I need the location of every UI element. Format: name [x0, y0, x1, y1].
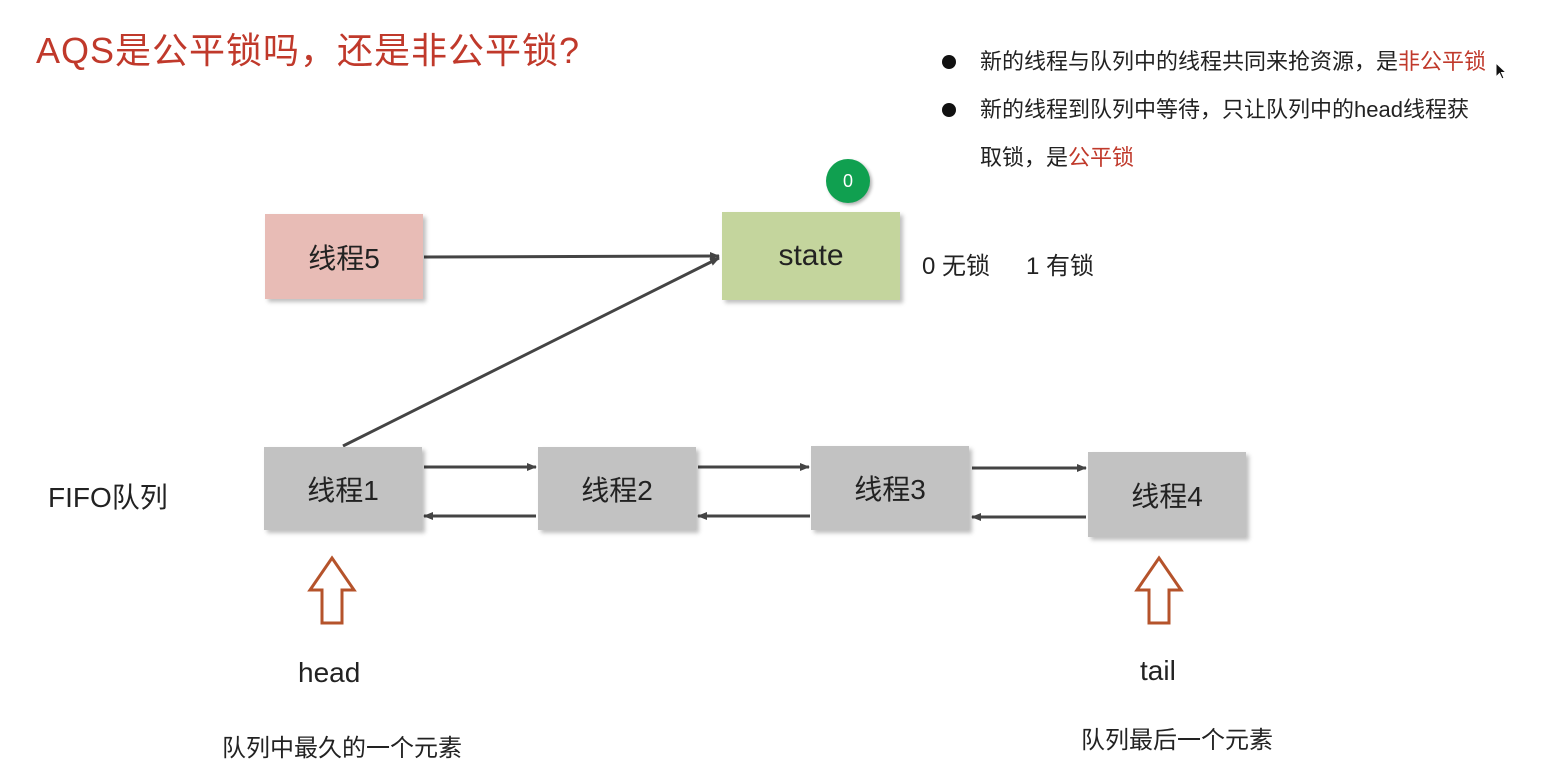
bullet-list: 新的线程与队列中的线程共同来抢资源，是非公平锁 新的线程到队列中等待，只让队列中… — [940, 38, 1560, 182]
tail-label: tail — [1140, 655, 1176, 686]
thread-2-box: 线程2 — [538, 447, 696, 530]
state-value: 0 — [842, 170, 853, 191]
page-title: AQS是公平锁吗，还是非公平锁? — [36, 30, 581, 71]
bullet-text: 新的线程到队列中等待，只让队列中的head线程获 — [980, 97, 1469, 122]
state-label: state — [778, 239, 844, 272]
thread-4-label: 线程4 — [1131, 480, 1203, 512]
head-description: 队列中最久的一个元素 — [222, 735, 462, 762]
bullet-highlight: 非公平锁 — [1398, 49, 1487, 74]
thread-3-box: 线程3 — [811, 446, 969, 530]
state-value-badge: 0 — [826, 159, 870, 203]
thread-2-label: 线程2 — [581, 474, 653, 506]
mouse-cursor-icon — [1495, 62, 1508, 80]
bullet-item-unfair: 新的线程与队列中的线程共同来抢资源，是非公平锁 — [940, 38, 1560, 86]
arrow-thread1-to-state — [342, 256, 720, 448]
thread-4-box: 线程4 — [1088, 452, 1246, 537]
thread-3-label: 线程3 — [854, 474, 926, 505]
thread-5-label: 线程5 — [308, 242, 380, 274]
tail-description: 队列最后一个元素 — [1081, 727, 1273, 754]
bullet-dot-icon — [942, 103, 956, 117]
state-legend-free: 0 无锁 — [922, 253, 991, 280]
bullet-highlight: 公平锁 — [1068, 145, 1135, 170]
head-pointer-icon — [307, 555, 357, 625]
bullet-text: 新的线程与队列中的线程共同来抢资源，是 — [980, 49, 1399, 74]
state-legend-locked: 1 有锁 — [1026, 253, 1095, 280]
thread-5-box: 线程5 — [265, 214, 423, 299]
head-label: head — [298, 657, 361, 688]
thread-1-label: 线程1 — [307, 474, 379, 506]
bullet-item-fair-cont: 取锁，是公平锁 — [940, 134, 1560, 182]
state-box: state — [722, 212, 900, 300]
fifo-queue-label: FIFO队列 — [48, 482, 168, 513]
bullet-dot-icon — [942, 55, 956, 69]
thread-1-box: 线程1 — [264, 447, 422, 530]
tail-pointer-icon — [1134, 555, 1184, 625]
arrow-thread5-to-state — [423, 252, 720, 261]
bullet-item-fair: 新的线程到队列中等待，只让队列中的head线程获 — [940, 86, 1560, 134]
bullet-text: 取锁，是 — [980, 145, 1069, 170]
